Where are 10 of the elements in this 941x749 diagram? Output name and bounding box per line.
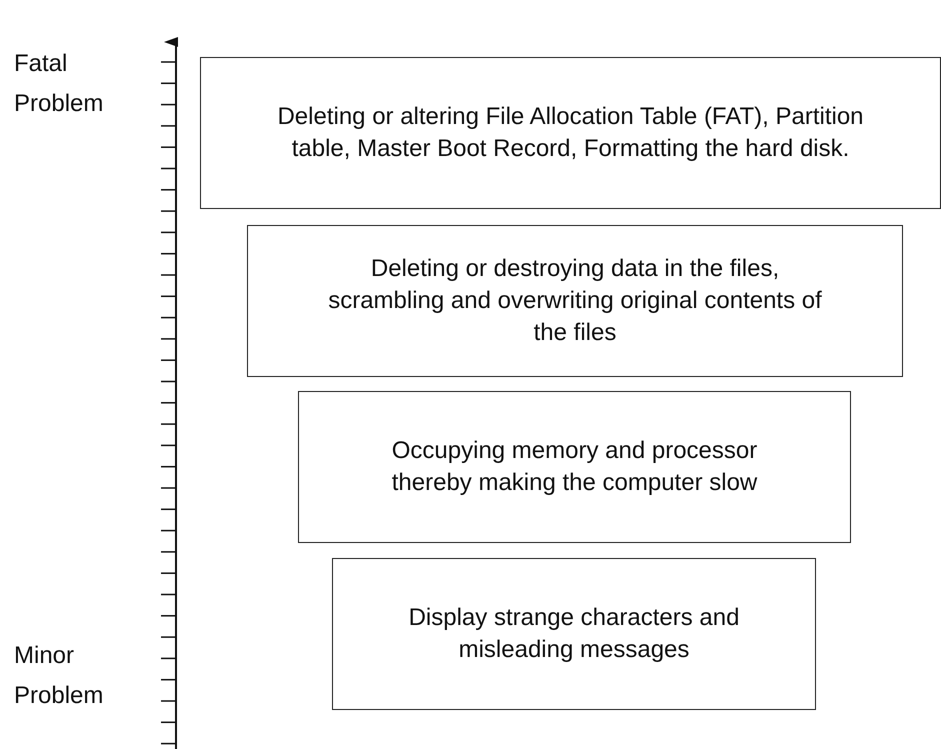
- severity-box: [332, 558, 816, 710]
- severity-box: [247, 225, 903, 377]
- box-text: Deleting or destroying data in the files, scrambling and overwriting original contents of the files: [327, 254, 823, 348]
- box-text: Display strange characters and misleading messages: [408, 603, 740, 665]
- scale-label: Minor Problem: [14, 641, 104, 711]
- box-text: Occupying memory and processor thereby making the computer slow: [390, 436, 758, 498]
- severity-box: [298, 391, 851, 543]
- box-text: Deleting or altering File Allocation Table (FAT), Partition table, Master Boot Record, Formatting the hard disk.: [276, 102, 865, 164]
- severity-box: [200, 57, 941, 209]
- scale-label: Fatal Problem: [14, 49, 104, 119]
